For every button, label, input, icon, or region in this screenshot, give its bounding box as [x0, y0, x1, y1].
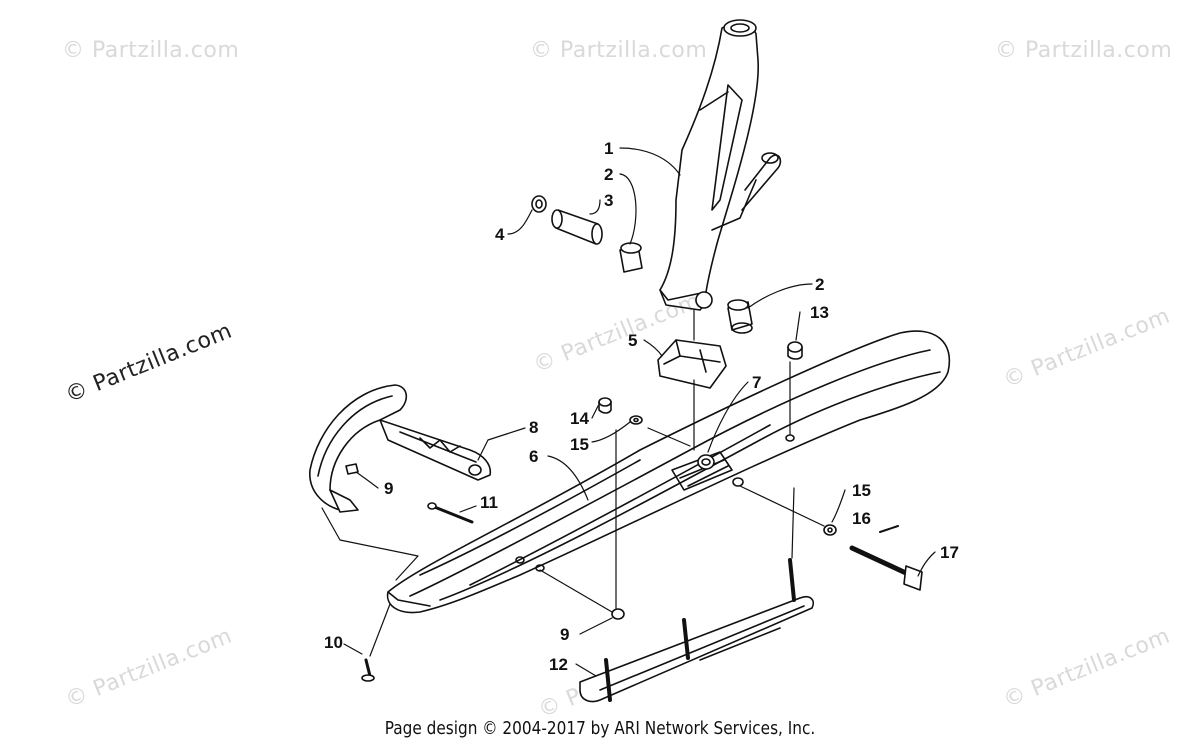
callout-4: 4 — [495, 225, 505, 244]
callout-17: 17 — [940, 543, 959, 562]
callout-7: 7 — [752, 373, 761, 392]
callout-14: 14 — [570, 409, 589, 428]
callout-2: 2 — [604, 165, 613, 184]
callout-9: 9 — [560, 625, 569, 644]
spindle-part — [659, 19, 782, 311]
callout-13: 13 — [810, 303, 829, 322]
footer-copyright: Page design © 2004-2017 by ARI Network S… — [384, 718, 816, 739]
wear-bar-part — [579, 558, 815, 703]
callout-12: 12 — [549, 655, 568, 674]
callout-11: 11 — [480, 493, 498, 512]
callout-9: 9 — [384, 479, 393, 498]
callout-6: 6 — [529, 447, 538, 466]
leader-lines — [321, 147, 936, 677]
callout-8: 8 — [529, 418, 538, 437]
callout-labels: 1 2 3 4 2 13 5 7 14 15 8 6 9 11 15 16 17… — [324, 139, 959, 674]
callout-15: 15 — [852, 481, 871, 500]
callout-10: 10 — [324, 633, 343, 652]
fastener-parts — [345, 341, 923, 682]
bushing-parts — [531, 195, 753, 334]
callout-1: 1 — [604, 139, 613, 158]
callout-15: 15 — [570, 435, 589, 454]
callout-3: 3 — [604, 191, 613, 210]
damper-block-part — [657, 339, 727, 389]
ski-loop-part — [309, 384, 492, 513]
callout-5: 5 — [628, 331, 637, 350]
watermark: © Partzilla.com — [995, 38, 1173, 63]
ski-part — [386, 330, 951, 614]
callout-16: 16 — [852, 509, 871, 528]
callout-2: 2 — [815, 275, 824, 294]
watermark: © Partzilla.com — [62, 38, 240, 63]
watermark: © Partzilla.com — [530, 38, 708, 63]
